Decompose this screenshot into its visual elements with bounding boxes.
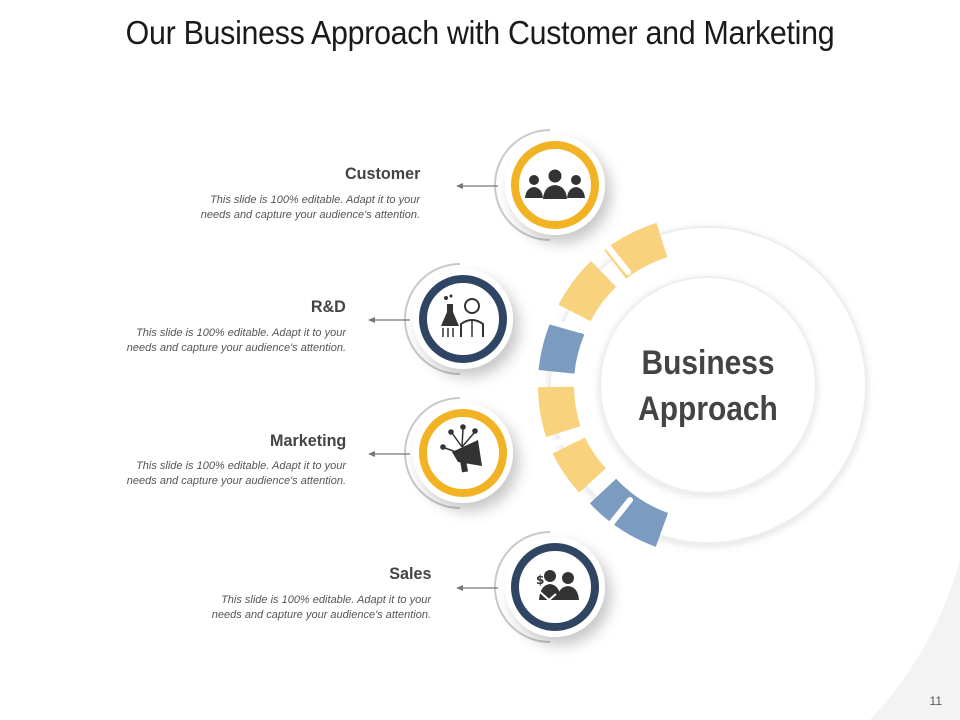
sales-description: This slide is 100% editable. Adapt it to… — [211, 594, 431, 621]
arc-segment — [538, 320, 585, 375]
scientist-icon — [441, 294, 484, 337]
node-marketing — [404, 397, 513, 509]
arc-segment — [552, 437, 607, 493]
arc-segment — [558, 260, 617, 322]
customer-title: Customer — [344, 164, 420, 183]
center-label-line2: Approach — [638, 390, 778, 428]
arc-segment — [589, 478, 669, 547]
arrow-left-icon — [456, 183, 463, 189]
slide-title: Our Business Approach with Customer and … — [125, 14, 835, 51]
center-label-line1: Business — [641, 344, 775, 382]
center-label: Business Approach — [620, 340, 796, 432]
rnd-title: R&D — [310, 297, 346, 316]
customers-group-icon — [525, 169, 585, 199]
node-sales: $ — [494, 531, 605, 643]
marketing-description: This slide is 100% editable. Adapt it to… — [126, 460, 346, 487]
arc-separators — [533, 229, 633, 543]
arrow-left-icon — [368, 451, 375, 457]
node-rnd — [404, 263, 513, 375]
marketing-title: Marketing — [269, 431, 346, 450]
customer-description: This slide is 100% editable. Adapt it to… — [200, 194, 420, 221]
page-number: 11 — [929, 694, 942, 708]
handshake-deal-icon: $ — [536, 570, 579, 602]
svg-text:$: $ — [536, 573, 544, 587]
sales-title: Sales — [388, 564, 431, 583]
arc-segment — [538, 386, 581, 438]
rnd-description: This slide is 100% editable. Adapt it to… — [126, 327, 346, 354]
arrow-left-icon — [456, 585, 463, 591]
inner-circle — [599, 276, 817, 494]
arrow-left-icon — [368, 317, 375, 323]
node-customer — [494, 129, 605, 241]
megaphone-icon — [440, 424, 482, 473]
